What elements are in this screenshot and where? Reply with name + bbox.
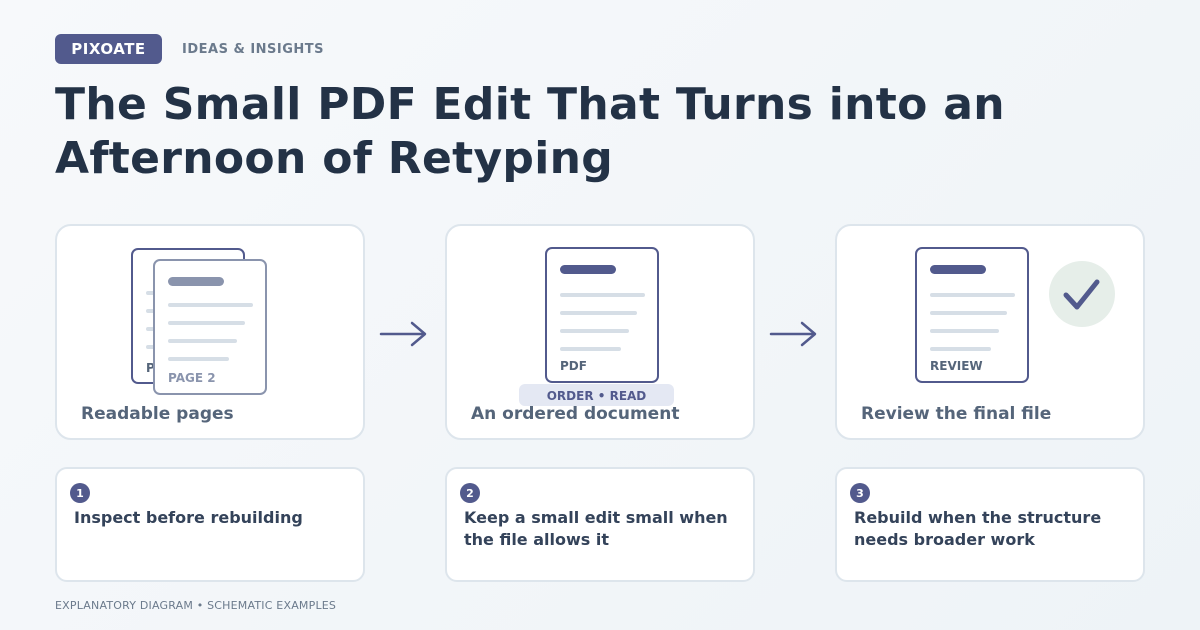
document-line — [560, 293, 645, 297]
front-page-line — [168, 321, 245, 325]
document-line — [560, 311, 637, 315]
front-page-line — [168, 303, 253, 307]
card-review-final-file: REVIEW Review the final file — [835, 224, 1145, 440]
document-heading — [560, 265, 616, 274]
card-caption: Review the final file — [861, 404, 1052, 424]
step-number-badge: 1 — [70, 483, 90, 503]
front-page-line — [168, 357, 229, 361]
document-label: PDF — [560, 359, 587, 373]
order-read-tag — [519, 384, 674, 406]
review-line — [930, 293, 1015, 297]
arrow-right-icon — [379, 321, 427, 347]
order-read-tag-label: ORDER • READ — [547, 389, 647, 403]
review-line — [930, 329, 999, 333]
step-text: Rebuild when the structure needs broader… — [854, 508, 1102, 549]
step-card-2: 2 Keep a small edit small when the file … — [445, 467, 755, 582]
back-page-label: P — [146, 361, 155, 375]
step-text: Keep a small edit small when the file al… — [464, 508, 728, 549]
section-kicker: IDEAS & INSIGHTS — [182, 42, 325, 57]
review-document-icon: REVIEW — [915, 247, 1115, 383]
review-heading — [930, 265, 986, 274]
card-ordered-document: PDF ORDER • READ An ordered document — [445, 224, 755, 440]
front-page-heading — [168, 277, 224, 286]
front-page-label: PAGE 2 — [168, 371, 216, 385]
step-number-badge: 3 — [850, 483, 870, 503]
stacked-pages-icon: P PAGE 2 — [131, 248, 267, 395]
document-line — [560, 329, 629, 333]
card-readable-pages: P PAGE 2 Readable pages — [55, 224, 365, 440]
check-circle-icon — [1049, 261, 1115, 327]
arrow-right-icon — [769, 321, 817, 347]
step-card-1: 1 Inspect before rebuilding — [55, 467, 365, 582]
card-caption: An ordered document — [471, 404, 680, 424]
card-caption: Readable pages — [81, 404, 234, 424]
step-card-3: 3 Rebuild when the structure needs broad… — [835, 467, 1145, 582]
step-number-badge: 2 — [460, 483, 480, 503]
review-label: REVIEW — [930, 359, 983, 373]
review-line — [930, 347, 991, 351]
document-line — [560, 347, 621, 351]
footer-note: EXPLANATORY DIAGRAM • SCHEMATIC EXAMPLES — [55, 599, 337, 612]
page-title: The Small PDF Edit That Turns into an Af… — [55, 79, 1005, 184]
document-icon: PDF ORDER • READ — [519, 247, 674, 406]
front-page-line — [168, 339, 237, 343]
review-line — [930, 311, 1007, 315]
brand-badge: PIXOATE — [55, 34, 162, 64]
step-text: Inspect before rebuilding — [74, 508, 303, 527]
